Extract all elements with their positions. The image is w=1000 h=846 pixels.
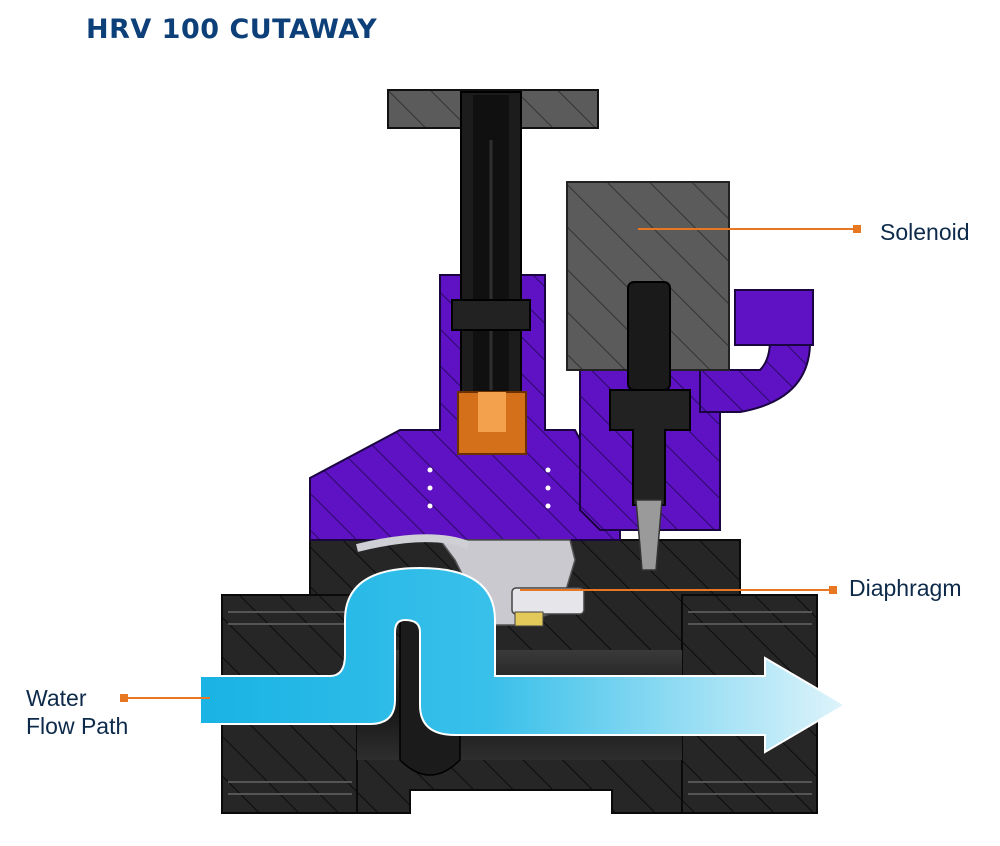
diagram-title: HRV 100 CUTAWAY [86,14,378,45]
bonnet-cap [309,274,814,541]
water-flow-path-label: Water Flow Path [26,684,128,740]
solenoid-label: Solenoid [880,219,970,245]
water-flow-arrow [199,566,847,754]
solenoid-leader-line [638,225,861,233]
water-label-line1: Water [26,685,87,711]
water-leader-line [120,694,210,702]
solenoid [566,181,730,571]
flow-control-handle [387,89,599,393]
diaphragm-label: Diaphragm [849,575,962,601]
water-label-line2: Flow Path [26,713,129,739]
diaphragm-leader-line [520,586,837,594]
